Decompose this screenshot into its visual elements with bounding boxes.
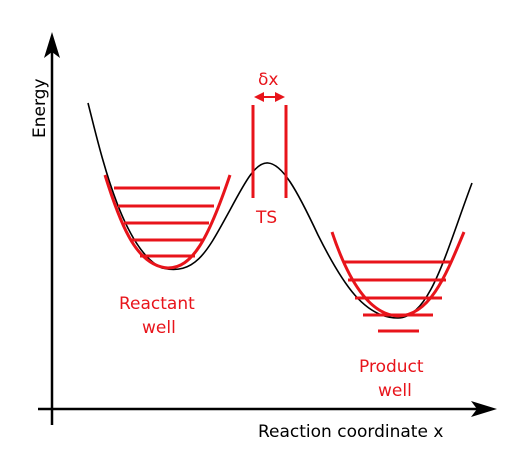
product-label-line2: well <box>378 381 412 401</box>
product-well <box>330 231 466 333</box>
product-well-parabola <box>330 231 466 318</box>
ts-label: TS <box>255 208 277 228</box>
delta-x-label: δx <box>258 70 278 90</box>
x-axis-label: Reaction coordinate x <box>258 422 443 442</box>
axes <box>38 32 497 425</box>
reactant-label-line1: Reactant <box>119 294 195 314</box>
reactant-label-line2: well <box>142 318 176 338</box>
delta-x-arrowhead-left <box>254 92 264 102</box>
transition-state-window <box>251 92 288 198</box>
reactant-well <box>103 174 232 270</box>
energy-curve <box>87 102 473 319</box>
product-label-line1: Product <box>359 357 424 377</box>
y-axis-label: Energy <box>30 78 50 138</box>
x-axis-arrowhead <box>471 401 497 417</box>
delta-x-arrowhead-right <box>275 92 285 102</box>
y-axis-arrowhead <box>44 32 60 58</box>
reactant-well-parabola <box>103 174 232 270</box>
